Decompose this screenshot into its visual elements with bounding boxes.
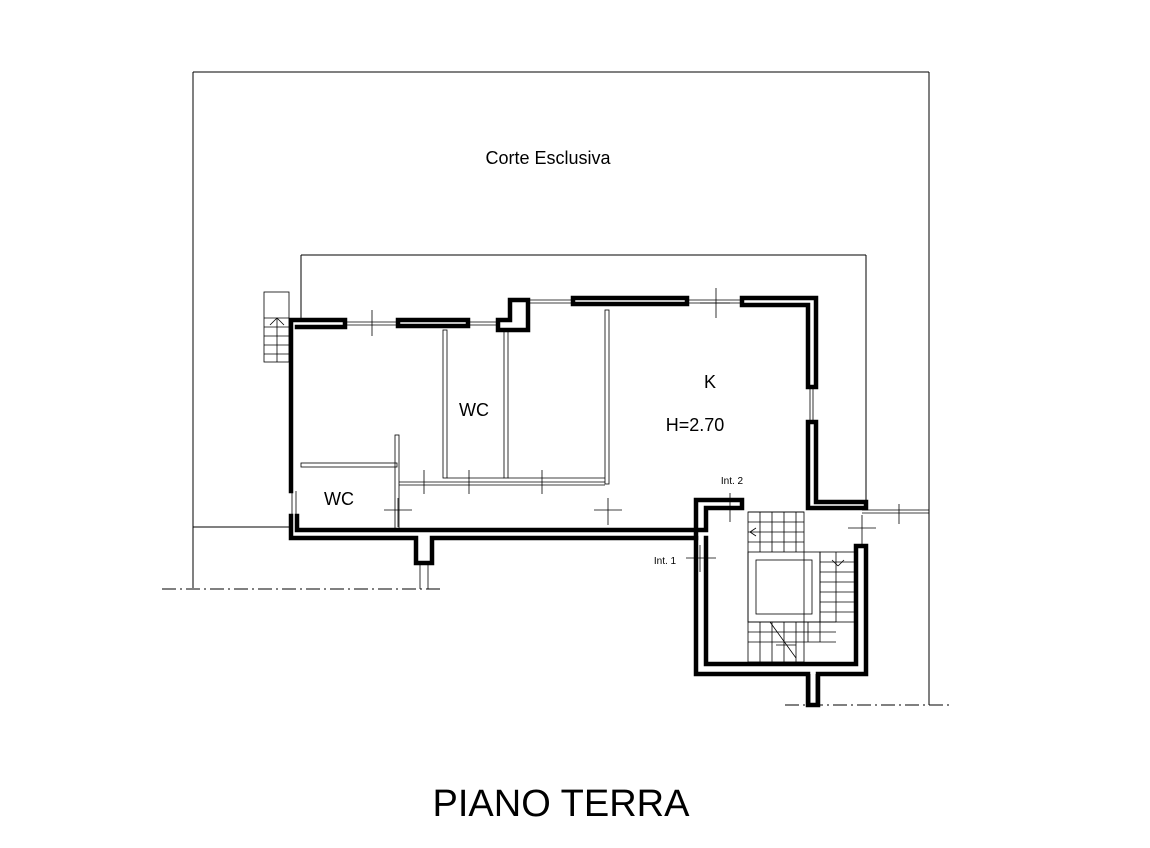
wc-upper-label: WC [459, 400, 489, 420]
exterior-walls [288, 295, 869, 708]
axis-lines [162, 588, 950, 706]
interior-partitions [300, 309, 610, 531]
kitchen-label: K [704, 372, 716, 392]
courtyard-label: Corte Esclusiva [485, 148, 611, 168]
building-outline [300, 254, 867, 503]
windows [291, 299, 817, 705]
courtyard-boundary [192, 71, 930, 705]
ceiling-height-label: H=2.70 [666, 415, 725, 435]
crosshair-marks [371, 288, 929, 572]
drawing-title: PIANO TERRA [433, 783, 691, 825]
entrance-2-label: Int. 2 [721, 476, 744, 487]
staircase [747, 511, 857, 663]
entrance-1-label: Int. 1 [654, 556, 677, 567]
wc-lower-label: WC [324, 489, 354, 509]
exterior-steps [263, 291, 290, 363]
